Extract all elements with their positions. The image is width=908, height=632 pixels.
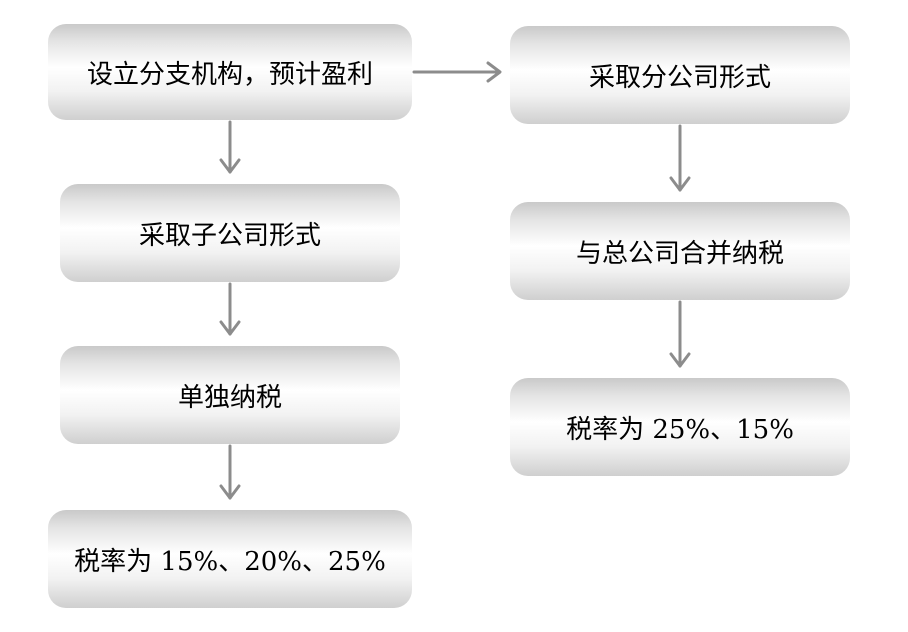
node-label: 税率为 15%、20%、25% [74,546,386,577]
node-branch-tax-rate: 税率为 25%、15% [510,378,850,476]
node-label: 与总公司合并纳税 [575,238,784,269]
node-label: 单独纳税 [177,382,282,413]
arrow-box-1-to-box-2 [219,120,241,174]
node-label: 设立分支机构，预计盈利 [86,59,373,90]
node-label: 税率为 25%、15% [566,414,794,445]
arrow-box-6-to-box-7 [669,300,691,368]
node-consolidated-tax: 与总公司合并纳税 [510,202,850,300]
arrow-box-2-to-box-3 [219,282,241,336]
node-subsidiary-form: 采取子公司形式 [60,184,400,282]
node-label: 采取子公司形式 [138,220,321,251]
arrow-box-3-to-box-4 [219,444,241,500]
arrow-box-5-to-box-6 [669,124,691,192]
arrow-box-1-to-box-5 [412,61,502,83]
node-separate-tax: 单独纳税 [60,346,400,444]
node-branch-form: 采取分公司形式 [510,26,850,124]
node-set-up-branch: 设立分支机构，预计盈利 [48,24,412,120]
node-label: 采取分公司形式 [588,62,771,93]
node-subsidiary-tax-rate: 税率为 15%、20%、25% [48,510,412,608]
